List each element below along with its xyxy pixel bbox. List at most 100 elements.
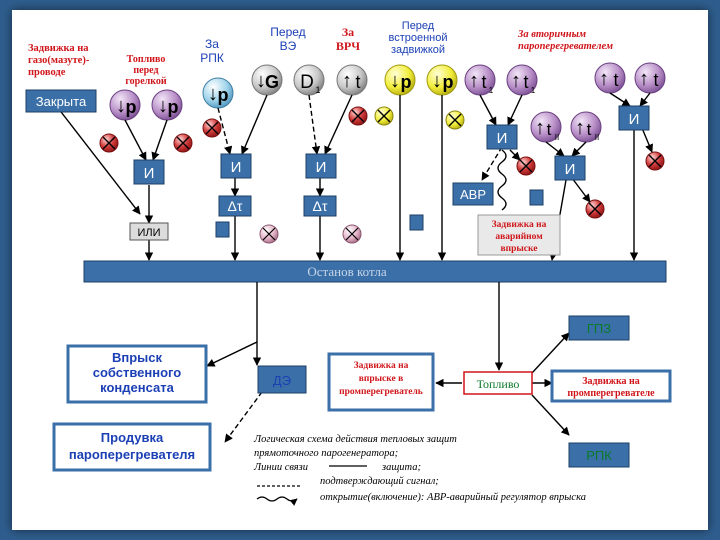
svg-text:↓: ↓ [256, 70, 266, 92]
and-gate-ve: И [305, 153, 337, 179]
svg-text:задвижкой: задвижкой [391, 44, 445, 56]
svg-text:p: p [126, 97, 137, 117]
protection-logic-diagram: Задвижка на газо(мазуте)- проводе Топлив… [25, 20, 672, 506]
label-fuel-before-burner: Топливо перед горелкой [125, 54, 167, 87]
boiler-stop-bus: Останов котла [83, 260, 667, 283]
valve-indicator-fuel-1 [99, 133, 119, 153]
svg-text:t: t [355, 72, 360, 92]
svg-text:Топливо: Топливо [477, 377, 520, 391]
delay-block-1: Δτ [218, 195, 252, 217]
output-superheater-purge: Продувка пароперегревателя [52, 422, 212, 472]
sensor-fuel-pressure-2: ↓ p [151, 89, 183, 121]
and-gate-fuel: И [133, 159, 165, 185]
note-desuperheater-spray-valve: Задвижка на впрыске в промперегреватель [327, 352, 435, 412]
svg-text:И: И [497, 130, 508, 147]
svg-text:p: p [401, 72, 412, 92]
svg-text:↓: ↓ [158, 95, 168, 117]
svg-text:Перед: Перед [270, 25, 305, 39]
svg-text:АВР: АВР [460, 187, 486, 202]
valve-indicator-emergency-spray [516, 156, 536, 176]
sensor-pressure-builtin-1: ↓ p [384, 64, 416, 96]
svg-text:проводе: проводе [28, 67, 66, 78]
label-before-builtin-valve: Перед встроенной задвижкой [388, 20, 447, 56]
valve-indicator-builtin-1 [374, 106, 394, 126]
svg-text:И: И [231, 159, 242, 176]
label-before-ve: Перед ВЭ [270, 25, 305, 53]
svg-text:перед: перед [133, 65, 158, 76]
svg-text:Топливо: Топливо [127, 54, 166, 65]
svg-text:t: t [587, 120, 592, 139]
svg-text:пароперегревателем: пароперегревателем [518, 41, 613, 52]
note-emergency-spray-valve: Задвижка на аварийном впрыске [477, 214, 561, 256]
svg-text:РПК: РПК [586, 448, 612, 463]
svg-text:II: II [595, 133, 599, 142]
svg-text:D: D [300, 72, 314, 93]
svg-text:И: И [565, 161, 576, 178]
svg-text:И: И [629, 111, 640, 128]
sensor-temperature-secondary-2: ↑ t [634, 62, 666, 94]
svg-text:РПК: РПК [200, 51, 224, 65]
svg-text:↑: ↑ [599, 68, 609, 90]
sensor-temperature-t1-b: ↑ t 1 [506, 64, 538, 96]
and-gate-secondary: И [618, 105, 650, 131]
svg-text:ВЭ: ВЭ [280, 39, 297, 53]
svg-text:↓: ↓ [116, 95, 126, 117]
valve-indicator-builtin-2 [445, 110, 465, 130]
svg-text:ГПЗ: ГПЗ [587, 321, 611, 336]
sensor-temperature-t1-a: ↑ t 1 [464, 64, 496, 96]
slide: Задвижка на газо(мазуте)- проводе Топлив… [12, 10, 708, 530]
wires-bottom [206, 282, 570, 443]
svg-text:p: p [218, 85, 229, 105]
svg-text:t: t [613, 70, 618, 90]
svg-text:защита;: защита; [381, 462, 421, 473]
svg-text:Закрыта: Закрыта [36, 94, 87, 109]
label-after-vrch: За ВРЧ [336, 25, 360, 53]
svg-text:За: За [342, 25, 354, 39]
svg-text:1: 1 [531, 86, 536, 95]
svg-text:1: 1 [489, 86, 494, 95]
sensor-temperature-secondary-1: ↑ t [594, 62, 626, 94]
valve-indicator-rpk [202, 118, 222, 138]
svg-text:ВРЧ: ВРЧ [336, 39, 360, 53]
label-after-rpk: За РПК [200, 37, 224, 65]
output-fuel: Топливо [463, 371, 533, 395]
svg-text:↓: ↓ [390, 70, 400, 92]
label-gas-line-valve: Задвижка на газо(мазуте)- проводе [28, 43, 90, 78]
svg-text:промперегреватель: промперегреватель [339, 387, 423, 397]
svg-text:И: И [316, 159, 327, 176]
sensor-fuel-pressure-1: ↓ p [109, 89, 141, 121]
valve-indicator-delay-1 [259, 224, 279, 244]
valve-indicator-vrch [348, 106, 368, 126]
svg-text:Линии связи: Линии связи [253, 462, 308, 473]
svg-text:впрыске: впрыске [501, 244, 538, 254]
svg-text:подтверждающий сигнал;: подтверждающий сигнал; [320, 476, 439, 487]
and-gate-tII: И [554, 155, 586, 181]
svg-text:1: 1 [315, 85, 320, 95]
svg-text:встроенной: встроенной [388, 32, 447, 44]
sensor-temperature-tII-a: ↑ t II [530, 111, 562, 143]
delay-block-2: Δτ [303, 195, 337, 217]
svg-text:p: p [168, 97, 179, 117]
svg-text:II: II [555, 133, 559, 142]
legend: Логическая схема действия тепловых защит… [253, 434, 586, 506]
svg-text:↓: ↓ [208, 83, 218, 105]
svg-text:конденсата: конденсата [100, 380, 174, 395]
svg-text:↓: ↓ [432, 70, 442, 92]
svg-text:Задвижка на: Задвижка на [492, 220, 547, 230]
sensor-temperature-tII-b: ↑ t II [570, 111, 602, 143]
output-de: ДЭ [257, 365, 307, 394]
signal-marker-2 [409, 214, 424, 231]
and-gate-rpk: И [220, 153, 252, 179]
svg-text:аварийном: аварийном [495, 231, 543, 242]
svg-text:И: И [144, 165, 155, 182]
svg-text:↑: ↑ [342, 70, 352, 92]
svg-text:t: t [481, 72, 486, 92]
svg-text:открытие(включение): АВР-авари: открытие(включение): АВР-аварийный регул… [320, 492, 586, 503]
svg-text:t: t [523, 72, 528, 92]
sensor-temperature-after-vrch: ↑ t [336, 64, 368, 96]
svg-text:газо(мазуте)-: газо(мазуте)- [28, 55, 90, 66]
svg-text:↑: ↑ [639, 68, 649, 90]
svg-text:Δτ: Δτ [228, 198, 243, 214]
svg-text:Δτ: Δτ [313, 198, 328, 214]
output-own-condensate: Впрыск собственного конденсата [66, 344, 208, 404]
